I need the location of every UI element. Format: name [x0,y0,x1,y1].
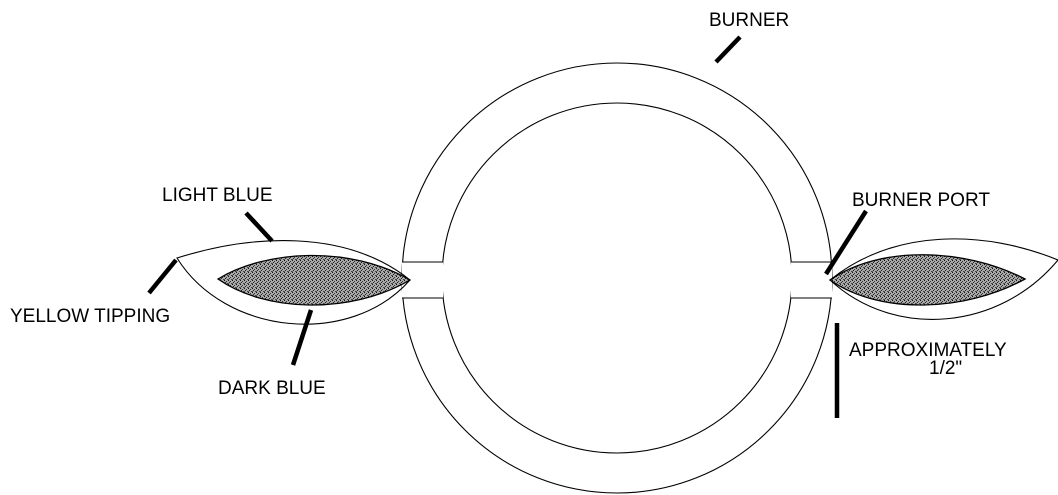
light-blue-leader-line [246,213,272,241]
half-inch-label: 1/2" [929,358,962,379]
burner-port-label: BURNER PORT [852,190,990,211]
right-burner-port [791,262,832,298]
dark-blue-label: DARK BLUE [218,378,326,399]
yellow-tipping-label: YELLOW TIPPING [10,306,170,327]
burner-inner-ring [442,103,792,453]
right-flame-dark-blue [830,255,1025,305]
burner-leader-line [716,37,740,62]
yellow-tipping-leader-line [149,260,176,293]
burner-outer-ring [402,63,832,493]
dark-blue-leader-line [293,310,311,365]
burner-label: BURNER [709,10,789,31]
approximately-label: APPROXIMATELY [849,340,1007,361]
light-blue-label: LIGHT BLUE [162,185,273,206]
left-flame-dark-blue [218,255,410,305]
